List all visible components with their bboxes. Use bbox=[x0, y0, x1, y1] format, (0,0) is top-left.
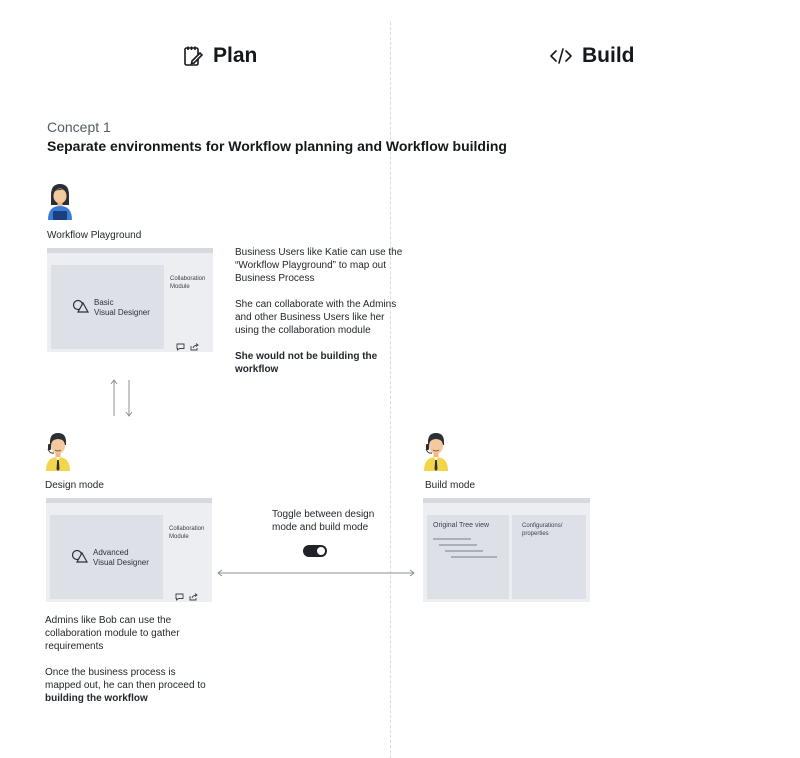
text-line: Admins like Bob can use the bbox=[45, 615, 172, 626]
katie-avatar bbox=[46, 183, 74, 221]
concept-title: Separate environments for Workflow plann… bbox=[47, 138, 507, 154]
advanced-designer-panel: Advanced Visual Designer bbox=[50, 515, 163, 599]
text-line: Once the business process is bbox=[45, 667, 176, 678]
build-title: Build bbox=[582, 44, 635, 67]
tree-node bbox=[433, 538, 471, 540]
config-panel: Configurations/ properties bbox=[512, 515, 586, 599]
horizontal-arrow bbox=[216, 566, 416, 584]
design-mode-frame: Advanced Visual Designer Collaboration M… bbox=[46, 498, 212, 602]
text-line: Toggle between design bbox=[272, 509, 375, 520]
playground-note: She would not be building the workflow bbox=[235, 350, 377, 376]
workflow-playground-frame: Basic Visual Designer Collaboration Modu… bbox=[47, 248, 213, 352]
comment-icon[interactable] bbox=[176, 338, 185, 356]
collaboration-panel: Collaboration Module bbox=[166, 265, 210, 351]
design-mode-next-steps: Once the business process is mapped out,… bbox=[45, 666, 206, 705]
playground-label: Workflow Playground bbox=[47, 230, 142, 241]
concept-label: Concept 1 bbox=[47, 119, 111, 135]
design-mode-description: Admins like Bob can use the collaboratio… bbox=[45, 614, 180, 653]
plan-title: Plan bbox=[213, 44, 258, 67]
build-mode-frame: Original Tree view Configurations/ prope… bbox=[423, 498, 590, 602]
text-line-bold: building the workflow bbox=[45, 693, 148, 704]
tree-node bbox=[451, 556, 497, 558]
tree-node bbox=[439, 544, 477, 546]
vertical-arrows bbox=[108, 378, 136, 423]
designer-label-line1: Advanced bbox=[93, 548, 129, 557]
text-line: using the collaboration module bbox=[235, 325, 371, 336]
config-label-line1: Configurations/ bbox=[522, 523, 563, 529]
text-line: mode and build mode bbox=[272, 522, 369, 533]
text-line: mapped out, he can then proceed to bbox=[45, 680, 206, 691]
collab-label-line1: Collaboration bbox=[169, 526, 205, 532]
config-label-line2: properties bbox=[522, 531, 549, 537]
text-line: collaboration module to gather bbox=[45, 628, 180, 639]
text-line: workflow bbox=[235, 364, 279, 375]
collab-label-line2: Module bbox=[170, 284, 190, 290]
toggle-knob bbox=[317, 547, 325, 555]
shapes-icon bbox=[71, 549, 89, 568]
bob-avatar bbox=[44, 432, 72, 472]
build-heading: Build bbox=[550, 42, 635, 70]
tree-view-label: Original Tree view bbox=[433, 522, 490, 529]
build-mode-label: Build mode bbox=[425, 480, 476, 491]
playground-collab-description: She can collaborate with the Admins and … bbox=[235, 298, 396, 337]
share-icon[interactable] bbox=[189, 588, 198, 606]
collaboration-panel: Collaboration Module bbox=[165, 515, 209, 601]
text-line: She can collaborate with the Admins bbox=[235, 299, 397, 310]
column-divider bbox=[390, 22, 391, 758]
collab-label-line1: Collaboration bbox=[170, 276, 206, 282]
tree-node bbox=[445, 550, 483, 552]
toggle-description: Toggle between design mode and build mod… bbox=[272, 508, 374, 534]
shapes-icon bbox=[72, 299, 90, 318]
plan-heading: Plan bbox=[183, 42, 257, 70]
design-mode-label: Design mode bbox=[45, 480, 104, 491]
playground-description: Business Users like Katie can use the “W… bbox=[235, 246, 402, 285]
text-line: Business Process bbox=[235, 273, 315, 284]
text-line: requirements bbox=[45, 641, 104, 652]
text-line: “Workflow Playground” to map out bbox=[235, 260, 386, 271]
designer-label-line1: Basic bbox=[94, 298, 114, 307]
collab-label-line2: Module bbox=[169, 534, 189, 540]
bob-avatar-build bbox=[422, 432, 450, 472]
designer-label-line2: Visual Designer bbox=[93, 558, 149, 567]
text-line: Business Users like Katie can use the bbox=[235, 247, 403, 258]
notepad-pencil-icon bbox=[183, 45, 203, 67]
designer-label-line2: Visual Designer bbox=[94, 308, 150, 317]
mode-toggle[interactable] bbox=[303, 545, 327, 557]
comment-icon[interactable] bbox=[175, 588, 184, 606]
share-icon[interactable] bbox=[190, 338, 199, 356]
code-icon bbox=[550, 47, 572, 65]
designer-panel: Basic Visual Designer bbox=[51, 265, 164, 349]
tree-view-panel: Original Tree view bbox=[427, 515, 509, 599]
text-line: She would not be building the bbox=[235, 351, 378, 362]
text-line: and other Business Users like her bbox=[235, 312, 385, 323]
